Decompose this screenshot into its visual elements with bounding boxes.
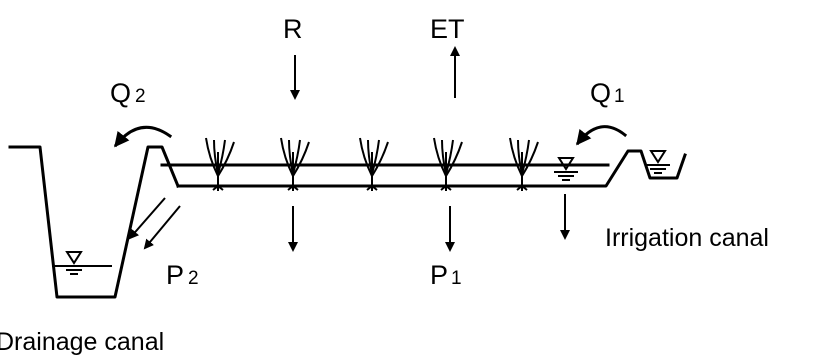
drainage-canal xyxy=(8,145,180,299)
paddy-field xyxy=(160,149,687,188)
irrigation-canal xyxy=(645,150,671,174)
q1-arrow-icon xyxy=(575,125,628,146)
water-level-triangle-icon xyxy=(61,251,87,275)
water-level-triangle-icon xyxy=(553,157,579,181)
label-drainage-canal: Drainage canal xyxy=(0,328,164,356)
p2-arrow-icon xyxy=(128,197,166,240)
water-level-triangle-icon xyxy=(645,150,671,174)
label-rain: R xyxy=(283,14,303,44)
label-et: ET xyxy=(430,14,465,44)
label-irrigation-canal: Irrigation canal xyxy=(605,224,769,252)
p2-arrow-icon xyxy=(143,205,181,250)
q2-arrow-icon xyxy=(113,125,173,148)
